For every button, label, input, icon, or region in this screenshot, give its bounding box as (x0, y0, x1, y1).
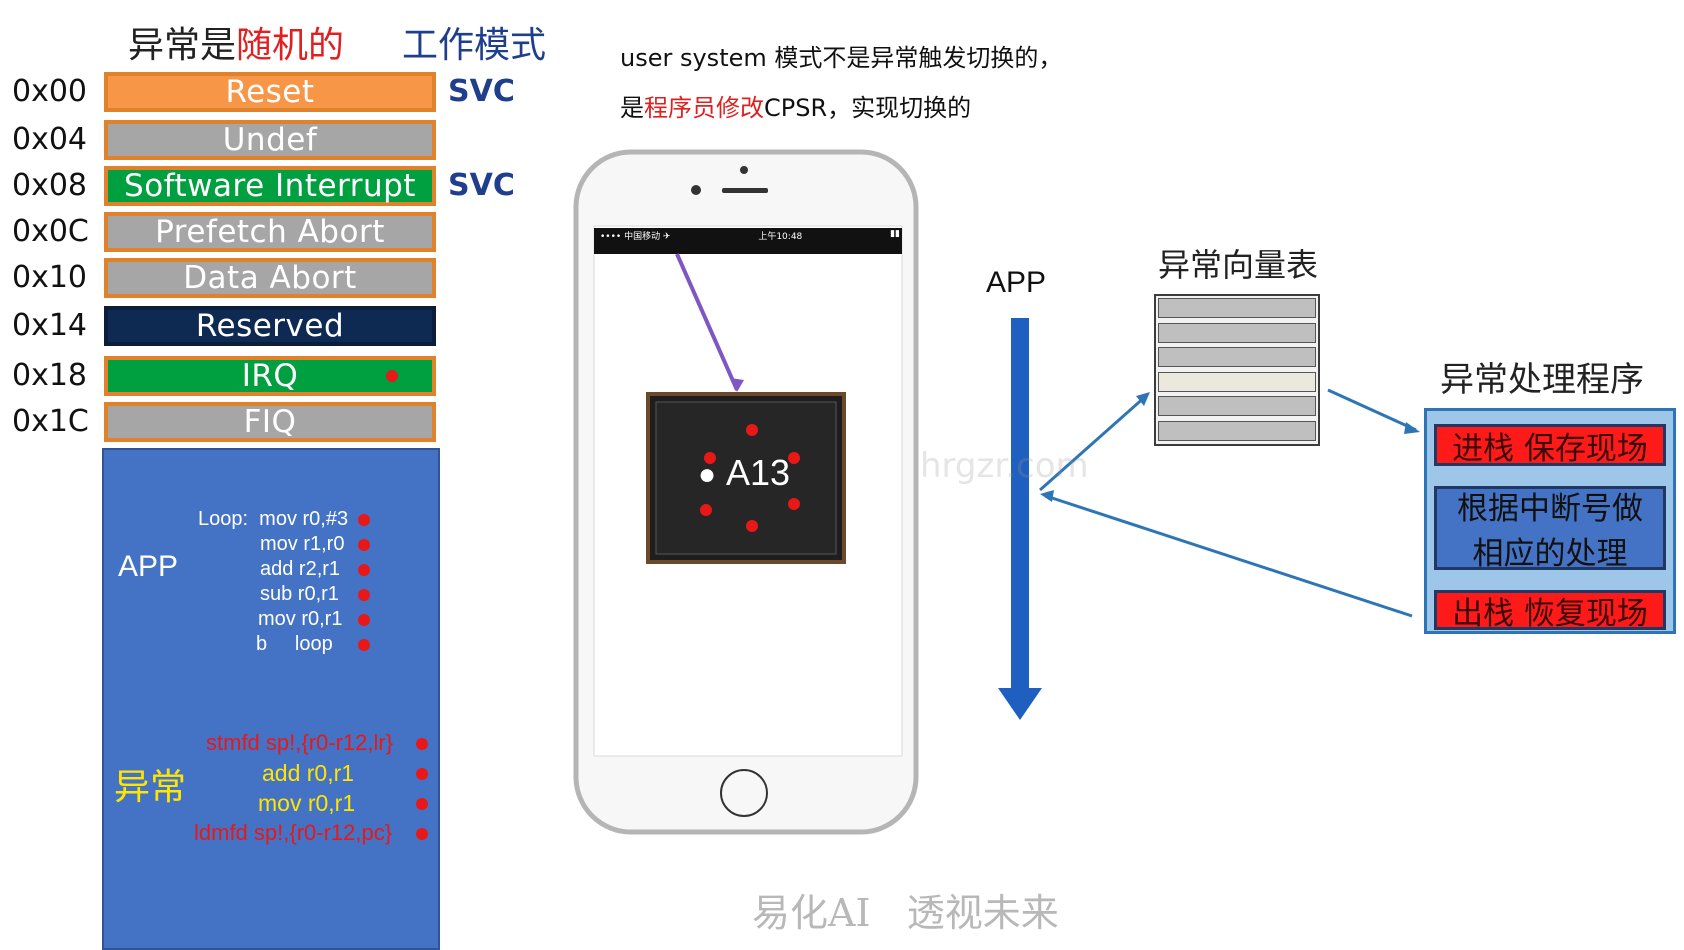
vector-address: 0x18 (12, 358, 88, 393)
breakpoint-dot (358, 539, 370, 551)
app-code-line: add r2,r1 (260, 558, 341, 580)
chip-pointer-head (730, 378, 744, 392)
apple-logo-icon: ● (698, 458, 717, 491)
vector-entry: Undef (104, 120, 436, 160)
chip-label: A13 (726, 452, 791, 493)
header-part2: 随机的 (236, 25, 345, 66)
chip-dot (788, 498, 800, 510)
breakpoint-dot (358, 639, 370, 651)
handler-step-process: 根据中断号做相应的处理 (1434, 486, 1666, 572)
arrow-return-to-app (1045, 494, 1413, 618)
handler-step-pop: 出栈 恢复现场 (1434, 590, 1666, 632)
breakpoint-dot (358, 614, 370, 626)
breakpoint-dot (416, 798, 428, 810)
irq-indicator-dot (386, 370, 398, 382)
chip-dot (704, 452, 716, 464)
chip-dot (746, 424, 758, 436)
chip-dot (700, 504, 712, 516)
arrow-to-vector-table (1039, 394, 1147, 492)
footer-slogan: 易化AI 透视未来 (752, 891, 1059, 935)
vector-table-slot (1158, 420, 1316, 441)
vector-table-slot (1158, 347, 1316, 367)
breakpoint-dot (416, 828, 428, 840)
exception-code-line: add r0,r1 (262, 760, 355, 786)
header-part1: 异常是 (128, 25, 237, 66)
breakpoint-dot (358, 564, 370, 576)
phone-status-text: •••• 中国移动 ✈ 上午10:48 ▮▮ (600, 229, 900, 242)
arrow-to-handler (1327, 388, 1417, 432)
app-flow-shaft (1011, 318, 1029, 688)
chip-dot (788, 452, 800, 464)
app-code-line: Loop: mov r0,#3 (198, 508, 349, 530)
breakpoint-dot (416, 768, 428, 780)
breakpoint-dot (358, 514, 370, 526)
vector-mode-label: SVC (448, 168, 515, 203)
exception-code-line: ldmfd sp!,{r0-r12,pc} (194, 820, 393, 845)
exception-code-line: stmfd sp!,{r0-r12,lr} (206, 730, 394, 755)
vector-address: 0x08 (12, 168, 88, 203)
header-exception-random: 异常是随机的 (128, 16, 344, 68)
note-line2: 是程序员修改CPSR，实现切换的 (620, 88, 971, 123)
app-code-line: b loop (256, 633, 333, 655)
vector-entry: Data Abort (104, 258, 436, 298)
vector-table-slot (1158, 322, 1316, 343)
phone-home-button (720, 769, 768, 817)
status-carrier: •••• 中国移动 ✈ (600, 232, 671, 242)
app-flow-arrowhead (998, 688, 1042, 720)
vector-entry: Reset (104, 72, 436, 112)
phone-status-bar (594, 228, 902, 254)
status-battery: ▮▮ (890, 229, 900, 239)
vector-table-slot (1158, 298, 1316, 318)
status-time: 上午10:48 (758, 232, 803, 242)
vector-address: 0x10 (12, 260, 88, 295)
app-code-line: mov r1,r0 (260, 533, 345, 555)
vector-entry: IRQ (104, 356, 436, 396)
vector-address: 0x1C (12, 404, 89, 439)
exception-section-label: 异常 (114, 767, 187, 808)
note-line1: user system 模式不是异常触发切换的， (620, 44, 1063, 72)
app-code-line: mov r0,r1 (258, 608, 343, 630)
chip-pointer-line (675, 253, 739, 391)
vector-address: 0x14 (12, 308, 88, 343)
vector-entry: FIQ (104, 402, 436, 442)
vector-table-title: 异常向量表 (1158, 246, 1319, 284)
exception-code-line: mov r0,r1 (258, 790, 356, 816)
vector-mode-label: SVC (448, 74, 515, 109)
note-line2-c: CPSR，实现切换的 (764, 94, 972, 122)
app-code-line: sub r0,r1 (260, 583, 339, 605)
memory-area (102, 448, 440, 950)
watermark: hrgzr.com (920, 446, 1089, 486)
vector-entry: Reserved (104, 306, 436, 346)
note-line2-a: 是 (620, 94, 644, 122)
vector-entry: Prefetch Abort (104, 212, 436, 252)
phone-speaker (722, 188, 768, 193)
phone-sensor (740, 166, 748, 174)
vector-address: 0x04 (12, 122, 88, 157)
breakpoint-dot (416, 738, 428, 750)
vector-table-slot (1158, 396, 1316, 416)
phone-camera (691, 185, 701, 195)
handler-title: 异常处理程序 (1440, 360, 1644, 400)
app-arrow-label: APP (986, 266, 1047, 299)
chip-dot (746, 520, 758, 532)
breakpoint-dot (358, 589, 370, 601)
vector-address: 0x0C (12, 214, 89, 249)
app-section-label: APP (118, 550, 179, 583)
handler-step-push: 进栈 保存现场 (1434, 424, 1666, 467)
phone-illustration (573, 149, 919, 835)
vector-entry: Software Interrupt (104, 166, 436, 206)
header-work-mode: 工作模式 (402, 25, 547, 66)
note-line2-b: 程序员修改 (644, 94, 764, 122)
vector-table-slot (1158, 371, 1316, 392)
vector-address: 0x00 (12, 74, 88, 109)
